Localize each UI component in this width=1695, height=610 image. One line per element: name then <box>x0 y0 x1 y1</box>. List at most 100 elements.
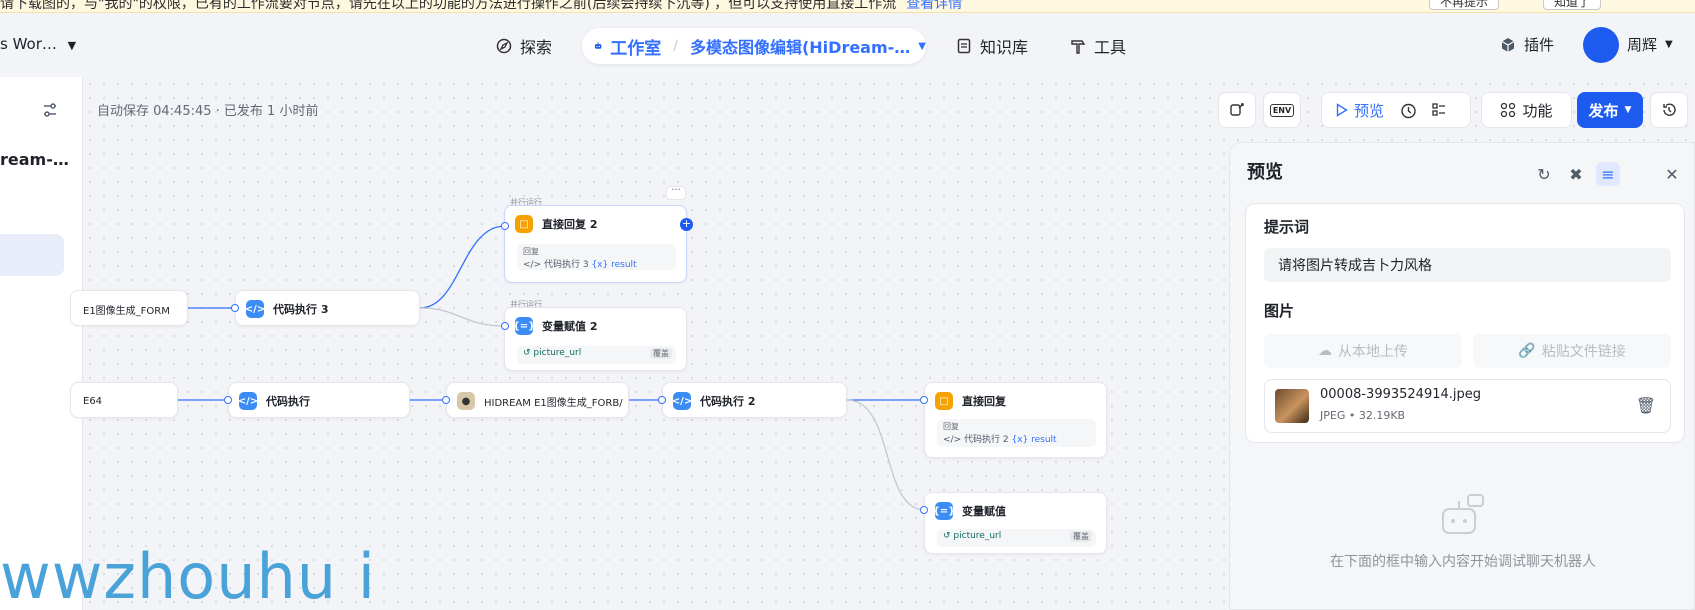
edge-code2-assign <box>846 399 926 511</box>
node-header: </> 代码执行 3 <box>245 291 328 327</box>
checklist-icon[interactable] <box>1431 102 1447 118</box>
dismiss-button[interactable]: 不再提示 <box>1429 0 1500 10</box>
node-title: 变量赋值 <box>962 505 1006 518</box>
ref-name: 代码执行 3 <box>543 260 589 270</box>
nav-knowledge[interactable]: 知识库 <box>956 34 1028 58</box>
workspace-switcher[interactable]: s Wor… ▼ <box>0 35 76 53</box>
input-port[interactable] <box>231 304 239 312</box>
uploaded-file: 00008-3993524914.jpeg JPEG • 32.19KB 🗑 <box>1264 379 1671 433</box>
node-header: </> 代码执行 2 <box>672 383 755 419</box>
notice-link[interactable]: 查看详情 <box>906 0 963 12</box>
input-port[interactable] <box>920 396 928 404</box>
node-var-row: ↺ picture_url 覆盖 <box>937 529 1096 547</box>
settings-sliders-icon[interactable] <box>42 102 58 118</box>
publish-button[interactable]: 发布 ▼ <box>1577 92 1643 128</box>
chevron-down-icon: ▼ <box>1665 39 1673 50</box>
chevron-down-icon: ▼ <box>918 40 926 52</box>
timer-icon[interactable] <box>1400 102 1417 119</box>
code-ref-icon: </> <box>523 260 544 270</box>
history-icon <box>1663 103 1676 116</box>
more-options-icon[interactable]: ··· <box>666 186 686 200</box>
preview-toolbar: 预览 <box>1321 92 1471 128</box>
link-icon: ↺ <box>943 531 954 541</box>
trash-icon[interactable]: 🗑 <box>1635 396 1656 415</box>
node-title: E64 <box>83 395 103 407</box>
overwrite-tag: 覆盖 <box>650 348 672 359</box>
selected-sidebar-item[interactable] <box>0 234 64 276</box>
cloud-upload-icon: ☁ <box>1318 343 1332 359</box>
node-code-exec-3[interactable]: </> 代码执行 3 <box>235 290 420 326</box>
node-code-exec-2[interactable]: </> 代码执行 2 <box>662 382 847 418</box>
history-button[interactable] <box>1650 92 1688 128</box>
image-thumbnail <box>1275 389 1309 423</box>
input-port[interactable] <box>442 396 450 404</box>
node-body: 回复 </> 代码执行 2 {x} result <box>937 419 1096 447</box>
upload-local-label: 从本地上传 <box>1338 344 1408 360</box>
settings-sliders-icon[interactable]: ≡ <box>1596 162 1620 186</box>
chevron-down-icon: ▼ <box>67 39 77 52</box>
preview-button[interactable]: 预览 <box>1336 100 1384 121</box>
node-code-exec[interactable]: </> 代码执行 <box>228 382 410 418</box>
nav-studio-pill[interactable]: 工作室 / 多模态图像编辑(HiDream-… ▼ <box>582 28 926 64</box>
avatar[interactable] <box>1583 27 1619 63</box>
node-hidream-forb[interactable]: ● HIDREAM E1图像生成_FORB/ <box>446 382 629 418</box>
compass-icon <box>496 38 512 54</box>
workflow-title: ream-… <box>0 150 69 169</box>
input-port[interactable] <box>920 506 928 514</box>
node-hidream-form[interactable]: E1图像生成_FORM <box>70 290 188 326</box>
nav-knowledge-label: 知识库 <box>980 38 1029 57</box>
node-header: ● HIDREAM E1图像生成_FORB/ <box>457 383 623 417</box>
upload-local-button[interactable]: ☁ 从本地上传 <box>1264 334 1462 368</box>
ref-var: {x} result <box>1011 435 1057 445</box>
input-port[interactable] <box>224 396 232 404</box>
refresh-icon[interactable]: ↻ <box>1537 164 1551 184</box>
notice-text: 请下载图的，与"我的"的权限，已有的工作流要对节点，请先在以上的功能的方法进行操… <box>0 0 963 12</box>
node-direct-reply[interactable]: □ 直接回复 回复 </> 代码执行 2 {x} result <box>924 382 1107 458</box>
node-base64[interactable]: E64 <box>70 382 178 418</box>
input-port[interactable] <box>501 222 509 230</box>
nav-explore-label: 探索 <box>520 38 553 57</box>
nav-plugins[interactable]: 插件 <box>1500 34 1554 55</box>
play-icon <box>1336 103 1348 117</box>
robot-icon <box>594 42 602 49</box>
node-variable-assign[interactable]: {=} 变量赋值 ↺ picture_url 覆盖 <box>924 492 1107 554</box>
input-card: 提示词 请将图片转成吉卜力风格 图片 ☁ 从本地上传 🔗 粘贴文件链接 0000… <box>1245 203 1685 443</box>
empty-hint: 在下面的框中输入内容开始调试聊天机器人 <box>1330 554 1596 570</box>
clear-cache-button[interactable] <box>1218 92 1256 128</box>
close-icon[interactable]: ✕ <box>1665 164 1679 184</box>
publish-label: 发布 <box>1588 101 1619 120</box>
node-header: E64 <box>83 383 103 417</box>
node-header: E1图像生成_FORM <box>83 291 170 325</box>
broom-icon <box>1230 103 1244 116</box>
file-name: 00008-3993524914.jpeg <box>1320 387 1482 402</box>
paste-link-button[interactable]: 🔗 粘贴文件链接 <box>1473 334 1671 368</box>
chevron-down-icon: ▼ <box>1624 105 1632 115</box>
got-it-button[interactable]: 知道了 <box>1543 0 1602 10</box>
user-name: 周辉 <box>1627 36 1658 54</box>
node-title: 直接回复 2 <box>542 218 598 231</box>
env-button[interactable]: ENV <box>1263 92 1301 128</box>
node-header: □ 直接回复 2 <box>515 206 597 242</box>
node-variable-assign-2[interactable]: {=} 变量赋值 2 ↺ picture_url 覆盖 <box>504 307 687 371</box>
reply-icon: □ <box>515 215 533 233</box>
clear-history-icon[interactable]: ✖ <box>1569 164 1583 184</box>
project-name[interactable]: 多模态图像编辑(HiDream-… <box>689 38 911 57</box>
input-port[interactable] <box>501 322 509 330</box>
book-icon <box>957 38 971 54</box>
features-button[interactable]: 功能 <box>1481 92 1572 128</box>
var-name: picture_url <box>953 531 1002 541</box>
prompt-input[interactable]: 请将图片转成吉卜力风格 <box>1264 248 1671 282</box>
notice-banner: 请下载图的，与"我的"的权限，已有的工作流要对节点，请先在以上的功能的方法进行操… <box>0 0 1695 13</box>
add-node-icon[interactable]: + <box>680 217 693 231</box>
nav-tools[interactable]: 工具 <box>1070 34 1126 58</box>
ref-var: {x} result <box>591 260 637 270</box>
nav-explore[interactable]: 探索 <box>496 34 552 58</box>
code-ref-icon: </> <box>943 435 964 445</box>
node-header: □ 直接回复 <box>935 383 1006 419</box>
nav-plugins-label: 插件 <box>1524 36 1555 54</box>
input-port[interactable] <box>658 396 666 404</box>
node-direct-reply-2[interactable]: □ 直接回复 2 回复 </> 代码执行 3 {x} result <box>504 205 687 283</box>
edge-code3-assign2 <box>419 307 506 327</box>
user-menu[interactable]: 周辉 ▼ <box>1627 34 1673 55</box>
